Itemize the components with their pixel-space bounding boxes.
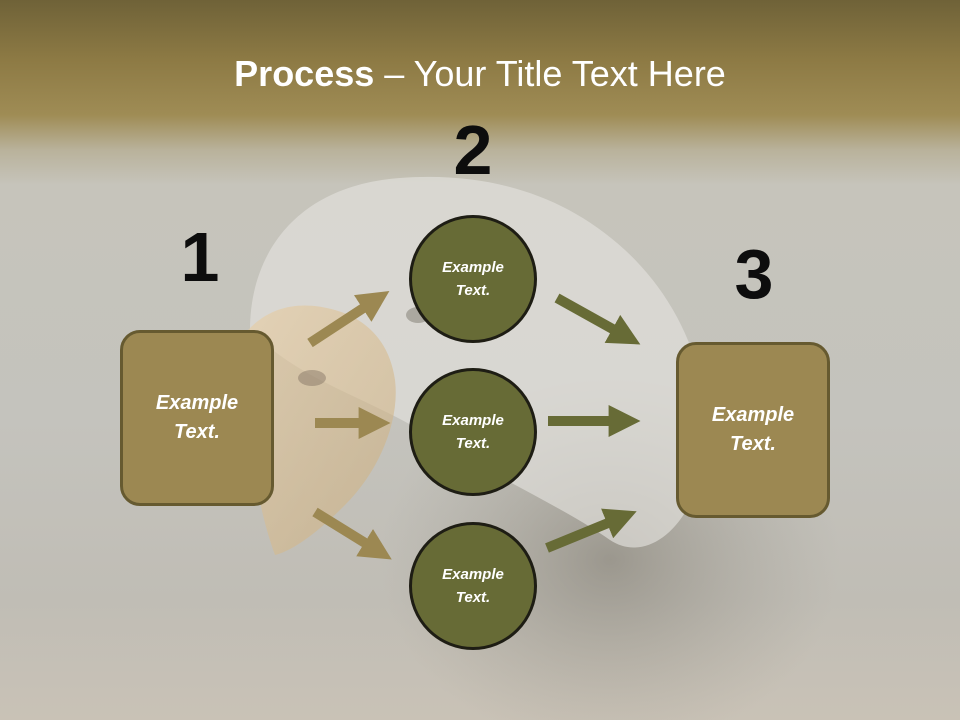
left-box-line-2: Text.: [174, 421, 220, 443]
circle-bottom-line-2: Text.: [455, 589, 491, 606]
left-step-box: Example Text.: [120, 330, 274, 506]
circle-bottom: Example Text.: [409, 522, 537, 650]
right-box-line-1: Example: [711, 404, 795, 426]
step-number-2: 2: [453, 111, 493, 189]
title-bold: Process: [234, 53, 375, 94]
circle-middle-line-2: Text.: [455, 435, 491, 452]
step-number-1: 1: [180, 218, 220, 296]
circle-bottom-line-1: Example: [442, 566, 504, 583]
circle-top-line-1: Example: [442, 259, 504, 276]
circle-middle: Example Text.: [409, 368, 537, 496]
left-box-line-1: Example: [155, 392, 239, 414]
circle-top: Example Text.: [409, 215, 537, 343]
circle-top-line-2: Text.: [455, 282, 491, 299]
slide-title: Process – Your Title Text Here: [0, 52, 960, 96]
circle-middle-line-1: Example: [442, 412, 504, 429]
right-step-box: Example Text.: [676, 342, 830, 518]
title-rest: Your Title Text Here: [413, 53, 726, 94]
step-number-3: 3: [734, 235, 774, 313]
title-dash: –: [374, 53, 414, 94]
right-box-line-2: Text.: [730, 433, 776, 455]
